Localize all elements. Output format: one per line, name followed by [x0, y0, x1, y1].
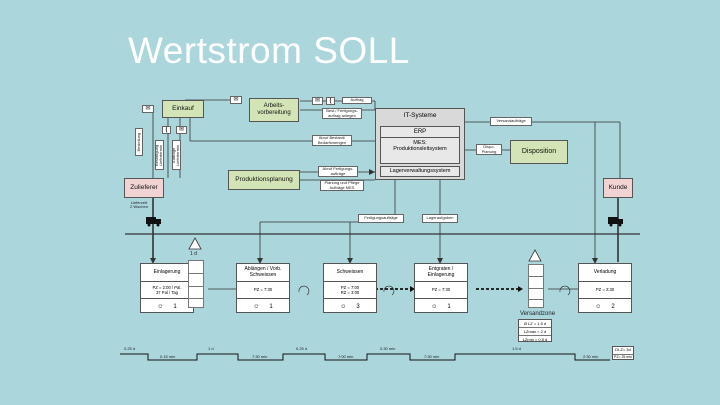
inventory-days: 1 d	[190, 251, 197, 257]
zulieferer-lieferzeit-note: Lieferzeit 2 Wochen	[130, 200, 148, 210]
operator-count: 1	[447, 303, 451, 310]
operator-icon: ☺	[340, 303, 347, 310]
operator-count: 1	[269, 303, 273, 310]
timeline-lower: 0.15 min	[160, 354, 176, 359]
timeline-upper: 0.25 d	[296, 346, 308, 351]
lagerverwaltungssystem-label: Lagerverwaltungssystem	[380, 166, 460, 177]
email-icon: ✉	[230, 96, 242, 104]
zulieferer-box: Zulieferer	[124, 178, 164, 198]
process-name: Entgraten / Einlagerung	[415, 264, 467, 282]
process-data-line: PZ = 7:30	[253, 287, 273, 293]
it-systeme-title: IT-Systeme	[403, 112, 437, 119]
email-icon: ✉	[312, 97, 323, 105]
process-data: PZ = 2:30	[579, 282, 631, 299]
versandauftraege-label: Versandaufträge	[490, 117, 532, 126]
dispo-planung-label: Dispo- Planung	[476, 144, 502, 155]
erp-label: ERP	[413, 129, 427, 135]
timeline-lower: 7:00 min	[338, 354, 354, 359]
versandzone-row: LZmin = 0.5 d	[522, 337, 548, 342]
operator-icon: ☺	[431, 303, 438, 310]
process-entgraten: Entgraten / Einlagerung PZ = 7:30 ☺1	[414, 263, 468, 313]
bestellung-label: Bestellung	[135, 128, 143, 156]
arbeitsvorbereitung-box: Arbeits- vorbereitung	[249, 98, 299, 122]
slide-title: Wertstrom SOLL	[128, 30, 410, 71]
total-process-time: PZ= 25 min	[614, 355, 632, 359]
planung-pflege-label: Planung und Pflege Aufträge MES	[320, 180, 364, 191]
timeline-lower: 7:30 min	[424, 354, 440, 359]
operator-icon: ☺	[595, 303, 602, 310]
disposition-box: Disposition	[510, 140, 568, 164]
it-systeme-box: IT-Systeme ERP MES: Produktionsleitsyste…	[375, 108, 465, 180]
mes-label: MES: Produktionsleitsystem	[381, 137, 459, 153]
timeline-lower: 2:30 min	[583, 354, 599, 359]
versandzone-row: Ø LZ = 1.5 d	[519, 320, 551, 328]
bestell-fertigungsauftrag-label: Best./ Fertigungs- auftrag anlegen	[322, 108, 362, 119]
process-footer: ☺3	[324, 299, 376, 314]
process-data-line: 37 Pal / Tag	[155, 290, 179, 295]
timeline-total-box: DLZ= 3d PZ= 25 min	[612, 346, 634, 360]
process-data: PZ = 7:30	[237, 282, 289, 299]
process-footer: ☺1	[141, 299, 193, 314]
timeline-lower: 7:30 min	[252, 354, 268, 359]
process-data: PZ = 7:30	[415, 282, 467, 299]
timeline-upper: 1.5 d	[512, 346, 521, 351]
timeline-upper: 0.30 min	[380, 346, 396, 351]
einkauf-box: Einkauf	[162, 100, 204, 118]
inventory-stack-versandzone	[528, 264, 544, 308]
process-name: Ablängen / Vorb. Schweissen	[237, 264, 289, 282]
process-data-line: PZ = 2:30	[595, 287, 615, 293]
process-data-line: PZ = 7:30	[431, 287, 451, 293]
erp-mes-box: ERP MES: Produktionsleitsystem	[380, 126, 460, 164]
auftraege-liefertermin-label: Aufträge Liefertermin	[171, 140, 181, 170]
abruf-fertigungsauftrag-label: Abruf Fertigungs- aufträge	[318, 166, 358, 177]
email-icon: ✉	[176, 126, 187, 134]
fertigungsauftraege-label: Fertigungsaufträge	[358, 214, 404, 223]
versandzone-row: LZmax = 2 d	[519, 328, 551, 336]
process-data: PZ = 2:00 / Pal.37 Pal / Tag	[141, 282, 193, 299]
timeline-upper: 0.25 d	[124, 346, 136, 351]
bestaetigung-text: Bestätigung Liefertermin	[154, 144, 164, 166]
auftrag-label: Auftrag	[342, 97, 372, 104]
email-icon: ✉	[142, 105, 154, 113]
bestaetigung-label: Bestätigung Liefertermin	[154, 140, 164, 170]
kunde-box: Kunde	[603, 178, 633, 198]
auftraege-liefertermin-text: Aufträge Liefertermin	[171, 144, 181, 166]
operator-count: 3	[356, 303, 360, 310]
abruf-bestand-label: Abruf Bestand/ Bedarfsmengen	[312, 135, 352, 146]
process-data-line: PZ = 2:00 / Pal.	[152, 284, 182, 290]
process-footer: ☺1	[237, 299, 289, 314]
operator-count: 1	[173, 303, 177, 310]
process-ablaengen: Ablängen / Vorb. Schweissen PZ = 7:30 ☺1	[236, 263, 290, 313]
versandzone-title: Versandzone	[520, 311, 556, 317]
process-data-line: RZ = 3:00	[340, 290, 360, 295]
process-footer: ☺1	[415, 299, 467, 314]
operator-icon: ☺	[253, 303, 260, 310]
process-footer: ☺2	[579, 299, 631, 314]
process-name: Schweissen	[324, 264, 376, 282]
process-name: Verladung	[579, 264, 631, 282]
inventory-stack-einlagerung	[188, 260, 204, 308]
operator-icon: ☺	[157, 303, 164, 310]
bestellung-text: Bestellung	[135, 132, 141, 152]
produktionsplanung-box: Produktionsplanung	[228, 170, 300, 190]
operator-count: 2	[611, 303, 615, 310]
phone-icon: (	[326, 97, 335, 105]
versandzone-table: Ø LZ = 1.5 d LZmax = 2 d LZmin = 0.5 d	[518, 319, 552, 342]
phone-icon: (	[162, 126, 171, 134]
timeline-upper: 1 d	[208, 346, 214, 351]
process-name: Einlagerung	[141, 264, 193, 282]
total-lead-time: DLZ= 3d	[613, 347, 633, 355]
process-data-line: PZ = 7:00	[340, 284, 360, 290]
lageraufgaben-label: Lageraufgaben	[422, 214, 458, 223]
process-verladung: Verladung PZ = 2:30 ☺2	[578, 263, 632, 313]
process-einlagerung: Einlagerung PZ = 2:00 / Pal.37 Pal / Tag…	[140, 263, 194, 313]
